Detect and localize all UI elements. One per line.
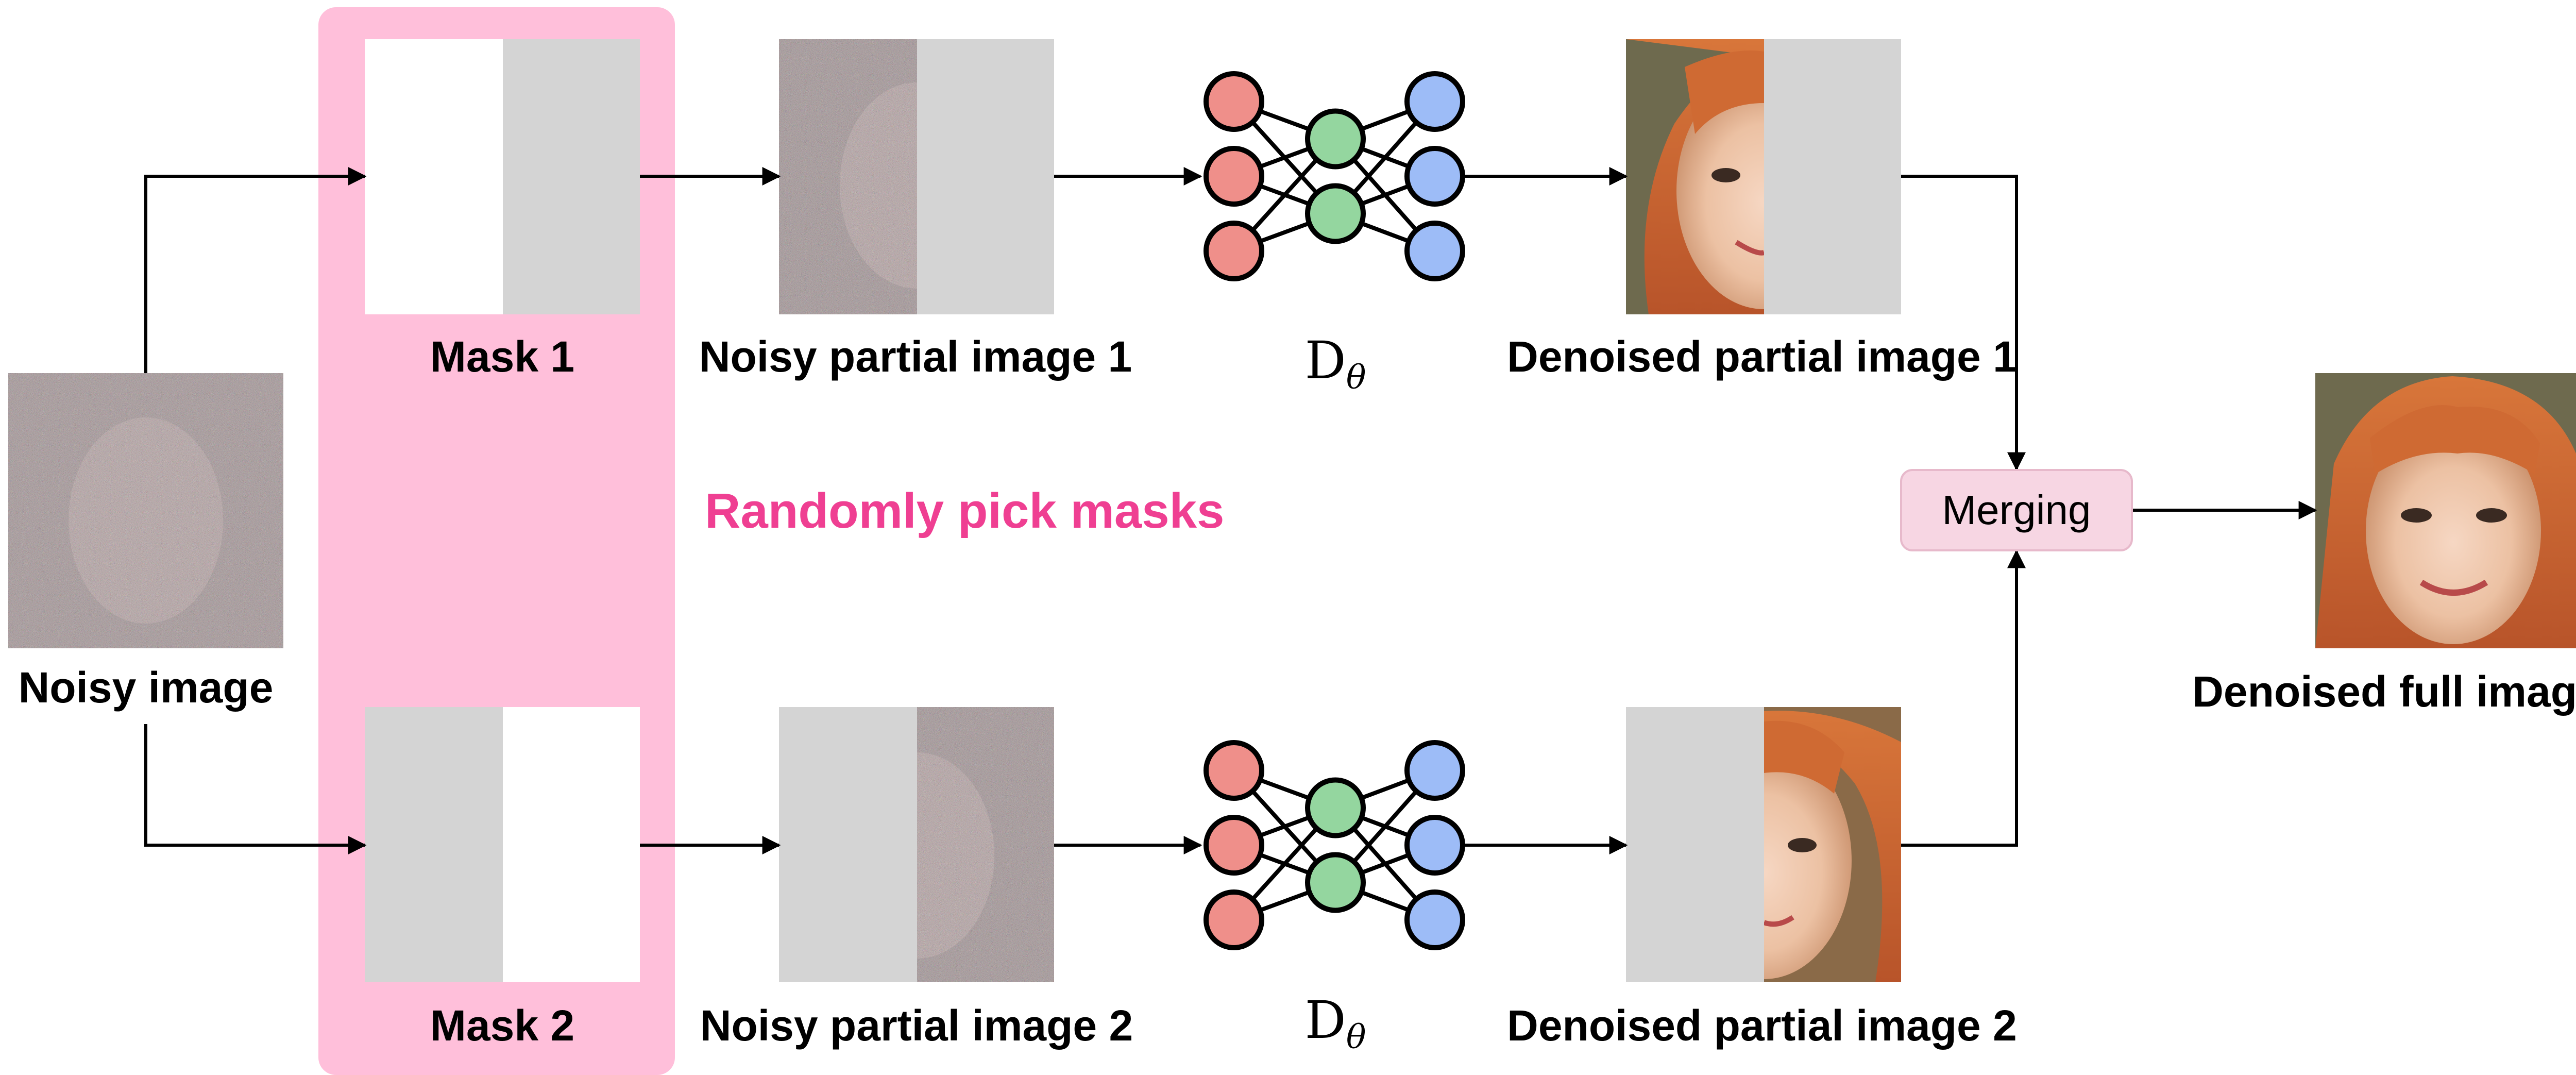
input-node [1204,146,1264,207]
output-node [1404,889,1465,950]
input-node [1204,740,1264,801]
arrow-dp1-to-merge [1901,175,2026,471]
denoised-full-image [2315,373,2576,648]
input-node [1204,889,1264,950]
noisy-partial-image-1 [779,39,1054,314]
hidden-node [1305,777,1366,838]
noisy-image [8,373,283,648]
output-node [1404,815,1465,876]
noisy-image-label: Noisy image [18,663,274,712]
noisy-partial-image-1-label: Noisy partial image 1 [699,332,1132,381]
hidden-node [1305,108,1366,170]
denoiser-network-2 [1204,740,1465,950]
arrows [144,167,2317,854]
output-node [1404,71,1465,132]
denoised-partial-image-2 [1626,707,1901,982]
mask-1 [365,39,640,314]
input-node [1204,71,1264,132]
hidden-node [1305,183,1366,244]
mask-2 [365,707,640,982]
denoiser-2-label: Dθ [1304,990,1366,1056]
input-node [1204,221,1264,281]
noisy-partial-image-2 [779,707,1054,982]
arrow-noisy-to-mask1 [144,167,367,373]
output-node [1404,221,1465,281]
denoised-full-image-label: Denoised full image [2192,667,2576,716]
mask-1-label: Mask 1 [430,332,575,381]
output-node [1404,740,1465,801]
denoiser-1-label: Dθ [1304,330,1366,397]
denoised-partial-image-1 [1626,39,1901,314]
arrow-dp2-to-merge [1901,549,2026,847]
hidden-node [1305,852,1366,913]
denoised-partial-image-1-label: Denoised partial image 1 [1507,332,2017,381]
arrow-noisy-to-mask2 [144,724,367,854]
mask-2-label: Mask 2 [430,1001,575,1050]
merging-label: Merging [1942,487,2091,533]
input-node [1204,815,1264,876]
denoised-partial-image-2-label: Denoised partial image 2 [1507,1001,2017,1050]
randomly-pick-masks-label: Randomly pick masks [705,483,1225,539]
denoiser-network-1 [1204,71,1465,281]
output-node [1404,146,1465,207]
merging-box: Merging [1900,469,2133,551]
noisy-partial-image-2-label: Noisy partial image 2 [700,1001,1133,1050]
